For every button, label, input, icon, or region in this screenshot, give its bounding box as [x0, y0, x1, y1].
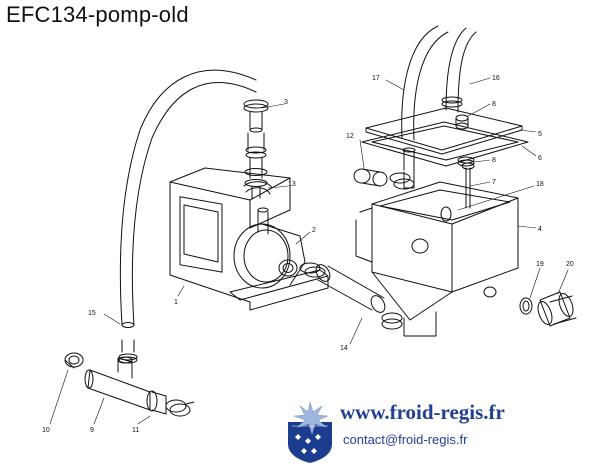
tee-fitting-9: [84, 356, 167, 415]
label-8a: 8: [492, 101, 496, 108]
label-7: 7: [492, 179, 496, 186]
cap-12: [353, 168, 415, 190]
label-16: 16: [492, 75, 500, 82]
gasket-6: [361, 121, 529, 167]
pump-motor-2: [233, 207, 306, 289]
label-12: 12: [346, 133, 354, 140]
label-4: 4: [538, 226, 542, 233]
brand-website: www.froid-regis.fr: [340, 400, 505, 424]
tube-14: [299, 262, 403, 330]
brand-email: contact@froid-regis.fr: [343, 432, 468, 447]
label-14: 14: [340, 345, 348, 352]
label-10: 10: [42, 427, 50, 434]
clip-13: [243, 181, 273, 195]
label-5: 5: [538, 131, 542, 138]
label-17: 17: [372, 75, 380, 82]
o-ring-19: [519, 297, 533, 315]
label-9: 9: [90, 427, 94, 434]
fitting-20: [537, 291, 577, 327]
leader-lines: [49, 77, 569, 425]
label-15: 15: [88, 310, 96, 317]
reservoir-tank-4: [355, 147, 519, 337]
label-19: 19: [536, 261, 544, 268]
lid-5: [365, 107, 523, 155]
label-20: 20: [566, 261, 574, 268]
clamp-3: [243, 99, 269, 199]
clamp-11: [165, 399, 195, 417]
label-3: 3: [284, 99, 288, 106]
label-11: 11: [132, 427, 139, 434]
part-labels: 3 13 2 1 15 17 16 8 5 12 6 8 7 18 4 19 2…: [42, 75, 574, 434]
hose-15: [118, 69, 257, 364]
snowflake-logo-icon: [288, 401, 332, 463]
cap-10: [64, 352, 84, 369]
label-8b: 8: [492, 157, 496, 164]
label-18: 18: [536, 181, 544, 188]
nut-8b: [457, 156, 475, 167]
hose-17: [401, 25, 477, 141]
label-2: 2: [312, 227, 316, 234]
label-13: 13: [288, 181, 296, 188]
page-title: EFC134-pomp-old: [6, 2, 189, 27]
label-1: 1: [174, 299, 178, 306]
pump-housing-1: [169, 167, 329, 311]
label-6: 6: [538, 155, 542, 162]
